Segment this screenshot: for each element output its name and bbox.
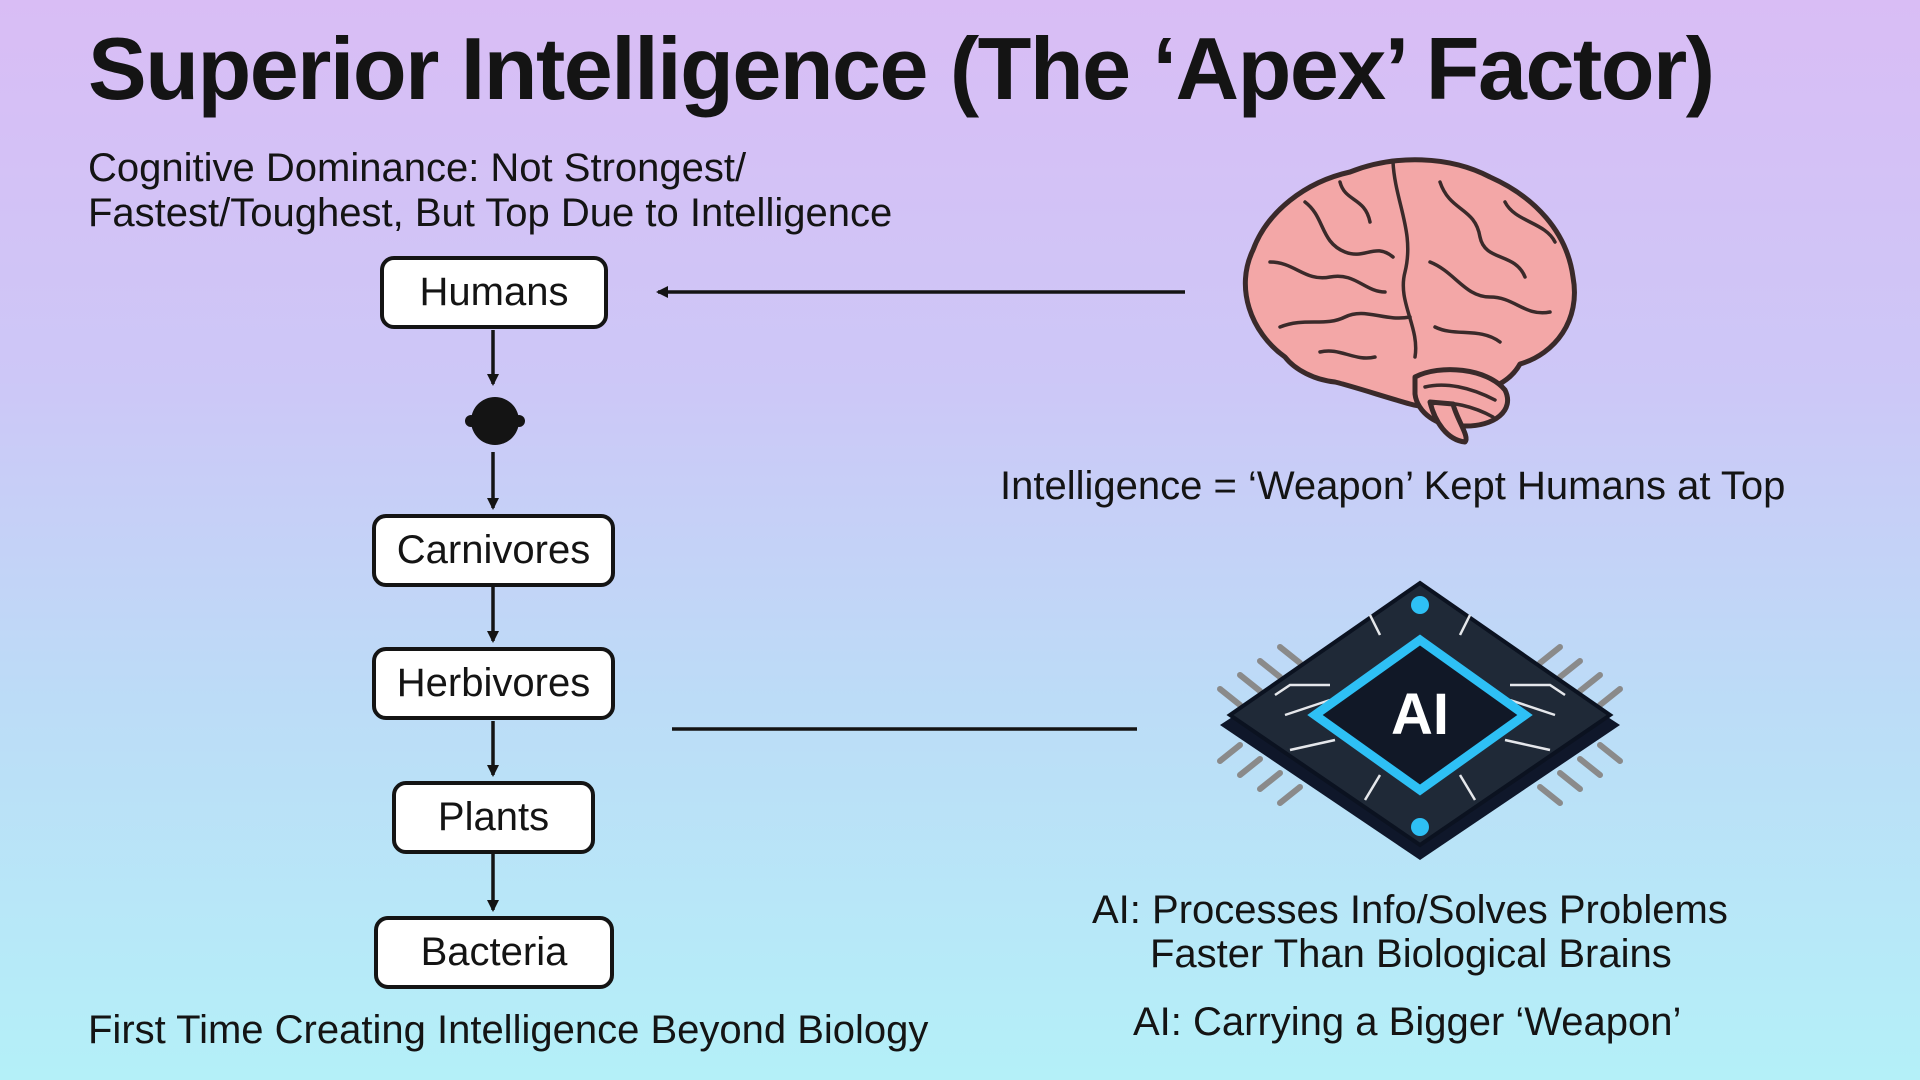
chip-caption-line2: Faster Than Biological Brains xyxy=(1150,932,1672,976)
node-bacteria: Bacteria xyxy=(374,916,614,989)
node-herbivores: Herbivores xyxy=(372,647,615,720)
ai-chip-icon: AI xyxy=(1217,580,1623,860)
subtitle: Cognitive Dominance: Not Strongest/ Fast… xyxy=(88,146,893,235)
chip-caption-2: AI: Carrying a Bigger ‘Weapon’ xyxy=(1133,1000,1682,1044)
node-humans: Humans xyxy=(380,256,608,329)
chip-label: AI xyxy=(1391,682,1449,747)
brain-icon xyxy=(1242,157,1577,445)
node-carnivores: Carnivores xyxy=(372,514,615,587)
footer-left: First Time Creating Intelligence Beyond … xyxy=(88,1008,929,1052)
bullet-dot-icon xyxy=(465,397,525,445)
brain-caption: Intelligence = ‘Weapon’ Kept Humans at T… xyxy=(1000,464,1786,508)
chip-caption-line1: AI: Processes Info/Solves Problems xyxy=(1092,888,1728,932)
page-title: Superior Intelligence (The ‘Apex’ Factor… xyxy=(88,19,1715,118)
node-plants: Plants xyxy=(392,781,595,854)
